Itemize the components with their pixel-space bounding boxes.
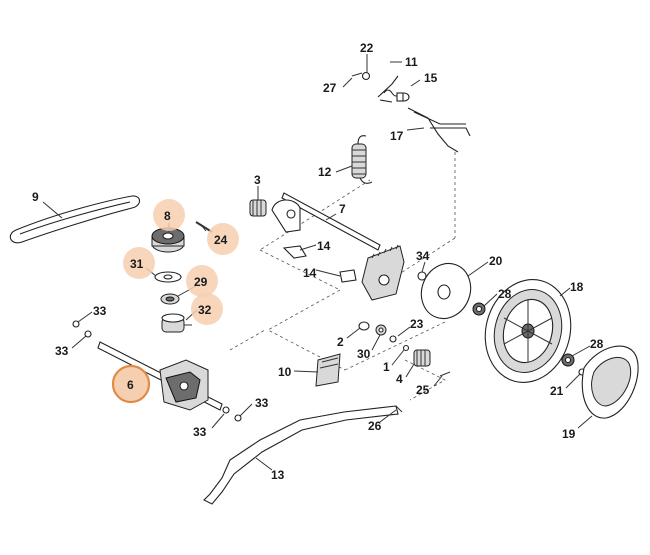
gear-sector-bracket-part[interactable] bbox=[361, 244, 405, 301]
callout-25[interactable]: 25 bbox=[416, 383, 430, 397]
rear-wheel-part[interactable] bbox=[474, 270, 582, 392]
callout-6[interactable]: 6 bbox=[127, 378, 134, 392]
callout-9[interactable]: 9 bbox=[32, 190, 39, 204]
callout-29[interactable]: 29 bbox=[194, 275, 208, 289]
clip-part-14a[interactable] bbox=[282, 245, 307, 259]
clip-part-14b[interactable] bbox=[339, 269, 357, 283]
callout-4[interactable]: 4 bbox=[396, 372, 403, 386]
callout-12[interactable]: 12 bbox=[318, 165, 332, 179]
wheel-cover-part[interactable] bbox=[581, 345, 639, 419]
highlight-marker-31 bbox=[123, 247, 155, 279]
washer-part-31[interactable] bbox=[154, 271, 182, 283]
height-adjust-axle-part[interactable] bbox=[271, 192, 381, 251]
gearbox-part[interactable] bbox=[97, 341, 223, 411]
washer-part-33a[interactable] bbox=[72, 320, 80, 328]
callout-34[interactable]: 34 bbox=[416, 249, 430, 263]
callout-8[interactable]: 8 bbox=[164, 209, 171, 223]
callout-26[interactable]: 26 bbox=[368, 419, 382, 433]
pin-part-24[interactable] bbox=[195, 221, 213, 233]
ratchet-sleeve-part[interactable] bbox=[249, 199, 267, 217]
callout-24[interactable]: 24 bbox=[214, 233, 228, 247]
leader-lines bbox=[42, 54, 593, 471]
screw-part-27[interactable] bbox=[351, 71, 371, 81]
callout-33a[interactable]: 33 bbox=[93, 304, 107, 318]
washer-part-23[interactable] bbox=[389, 335, 397, 343]
lever-rod-part[interactable] bbox=[407, 107, 471, 153]
callout-15[interactable]: 15 bbox=[424, 71, 438, 85]
highlight-marker-24 bbox=[207, 223, 239, 255]
callout-14a[interactable]: 14 bbox=[317, 239, 331, 253]
clutch-collar-part[interactable] bbox=[161, 313, 192, 333]
callout-23[interactable]: 23 bbox=[410, 317, 424, 331]
callout-3[interactable]: 3 bbox=[254, 173, 261, 187]
callout-33b[interactable]: 33 bbox=[55, 344, 69, 358]
bolt-part-15[interactable] bbox=[396, 92, 410, 102]
torsion-spring-part[interactable] bbox=[377, 75, 401, 103]
extension-spring-part[interactable] bbox=[351, 135, 373, 184]
callout-10[interactable]: 10 bbox=[278, 365, 292, 379]
screw-part-25[interactable] bbox=[439, 371, 451, 377]
callout-13[interactable]: 13 bbox=[271, 468, 285, 482]
callout-18[interactable]: 18 bbox=[570, 280, 584, 294]
callout-22[interactable]: 22 bbox=[360, 41, 374, 55]
pulley-part[interactable] bbox=[151, 227, 185, 253]
callout-32[interactable]: 32 bbox=[198, 303, 212, 317]
assembly-guide-lines bbox=[229, 152, 456, 401]
drive-belt-part[interactable] bbox=[9, 195, 141, 244]
highlight-marker-32 bbox=[191, 293, 223, 325]
washer-part-33b[interactable] bbox=[84, 330, 92, 338]
callout-2[interactable]: 2 bbox=[337, 335, 344, 349]
callout-33d[interactable]: 33 bbox=[193, 425, 207, 439]
handle-bar-part[interactable] bbox=[203, 405, 399, 505]
washer-part-2[interactable] bbox=[358, 321, 370, 331]
nut-part-30[interactable] bbox=[375, 324, 387, 336]
pin-part-1[interactable] bbox=[402, 344, 410, 352]
bracket-plate-part[interactable] bbox=[315, 353, 341, 387]
callout-31[interactable]: 31 bbox=[130, 257, 144, 271]
callout-27[interactable]: 27 bbox=[323, 81, 337, 95]
highlight-markers bbox=[111, 199, 239, 404]
washer-part-33d[interactable] bbox=[234, 414, 242, 422]
bearing-part-29[interactable] bbox=[160, 293, 180, 305]
screw-part-26[interactable] bbox=[395, 405, 403, 413]
callout-28a[interactable]: 28 bbox=[498, 287, 512, 301]
callout-19[interactable]: 19 bbox=[562, 427, 576, 441]
callout-11[interactable]: 11 bbox=[405, 55, 418, 69]
callout-33c[interactable]: 33 bbox=[255, 396, 269, 410]
bearing-part-28b[interactable] bbox=[561, 353, 575, 367]
hub-disc-part[interactable] bbox=[413, 256, 478, 326]
callout-21[interactable]: 21 bbox=[550, 384, 564, 398]
callout-20[interactable]: 20 bbox=[489, 254, 503, 268]
callout-7[interactable]: 7 bbox=[339, 202, 346, 216]
callout-17[interactable]: 17 bbox=[390, 129, 404, 143]
highlight-marker-29 bbox=[186, 265, 218, 297]
selected-marker-6 bbox=[111, 364, 151, 404]
pinion-part[interactable] bbox=[413, 349, 431, 367]
bearing-part-28a[interactable] bbox=[472, 302, 486, 316]
callout-1[interactable]: 1 bbox=[383, 360, 390, 374]
callout-28b[interactable]: 28 bbox=[590, 337, 604, 351]
highlight-marker-8 bbox=[153, 199, 185, 231]
callout-30[interactable]: 30 bbox=[357, 347, 371, 361]
washer-part-33c[interactable] bbox=[222, 406, 230, 414]
callout-labels: 22 11 27 15 17 12 3 7 9 8 24 14 14 34 20… bbox=[32, 41, 604, 482]
callout-14b[interactable]: 14 bbox=[303, 266, 317, 280]
